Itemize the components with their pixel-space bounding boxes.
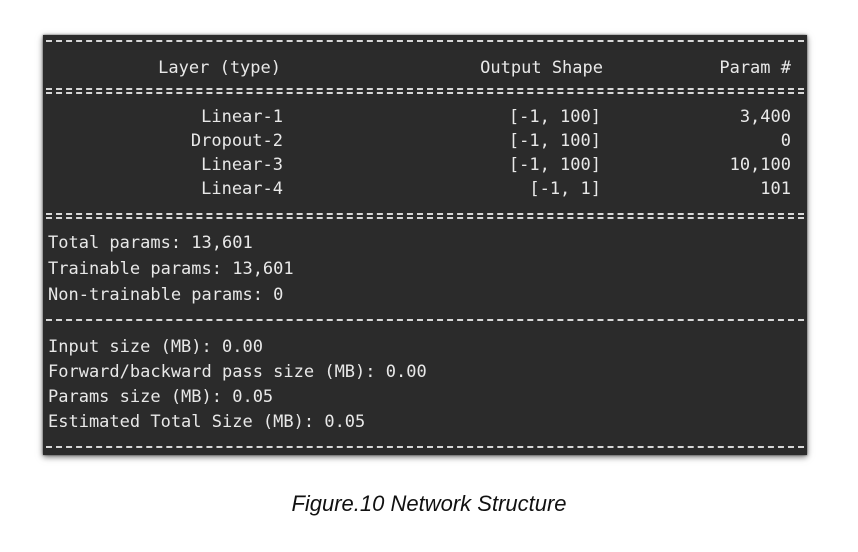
- output-shape: [-1, 100]: [508, 107, 601, 127]
- model-summary-terminal: Layer (type) Output Shape Param # Linear…: [43, 35, 807, 455]
- total-params-line: Total params: 13,601: [48, 233, 253, 253]
- layer-name: Linear-4: [201, 179, 283, 199]
- header-layer-type: Layer (type): [158, 58, 281, 78]
- table-row: Linear-4 [-1, 1] 101: [43, 177, 807, 201]
- table-row: Linear-3 [-1, 100] 10,100: [43, 153, 807, 177]
- trainable-params-line: Trainable params: 13,601: [48, 259, 294, 279]
- layer-name: Dropout-2: [190, 131, 283, 151]
- output-shape: [-1, 1]: [529, 179, 601, 199]
- bottom-dashed-rule: [46, 446, 804, 448]
- param-count: 101: [760, 179, 791, 199]
- param-count: 0: [780, 131, 791, 151]
- layer-name: Linear-3: [201, 155, 283, 175]
- header-double-rule: [46, 88, 804, 94]
- input-size-line: Input size (MB): 0.00: [48, 337, 263, 357]
- param-count: 10,100: [729, 155, 791, 175]
- layer-name: Linear-1: [201, 107, 283, 127]
- figure-caption: Figure.10 Network Structure: [291, 491, 567, 516]
- header-param-count: Param #: [719, 58, 791, 78]
- estimated-total-size-line: Estimated Total Size (MB): 0.05: [48, 412, 366, 432]
- table-row: Linear-1 [-1, 100] 3,400: [43, 105, 807, 129]
- params-size-line: Params size (MB): 0.05: [48, 387, 274, 407]
- param-count: 3,400: [739, 107, 791, 127]
- header-output-shape: Output Shape: [480, 58, 603, 78]
- non-trainable-params-line: Non-trainable params: 0: [48, 285, 284, 305]
- top-dashed-rule: [46, 40, 804, 42]
- forward-backward-size-line: Forward/backward pass size (MB): 0.00: [48, 362, 427, 382]
- table-row: Dropout-2 [-1, 100] 0: [43, 129, 807, 153]
- middle-dashed-rule: [46, 319, 804, 321]
- output-shape: [-1, 100]: [508, 155, 601, 175]
- body-double-rule: [46, 213, 804, 219]
- header-row: Layer (type) Output Shape Param #: [43, 56, 807, 80]
- output-shape: [-1, 100]: [508, 131, 601, 151]
